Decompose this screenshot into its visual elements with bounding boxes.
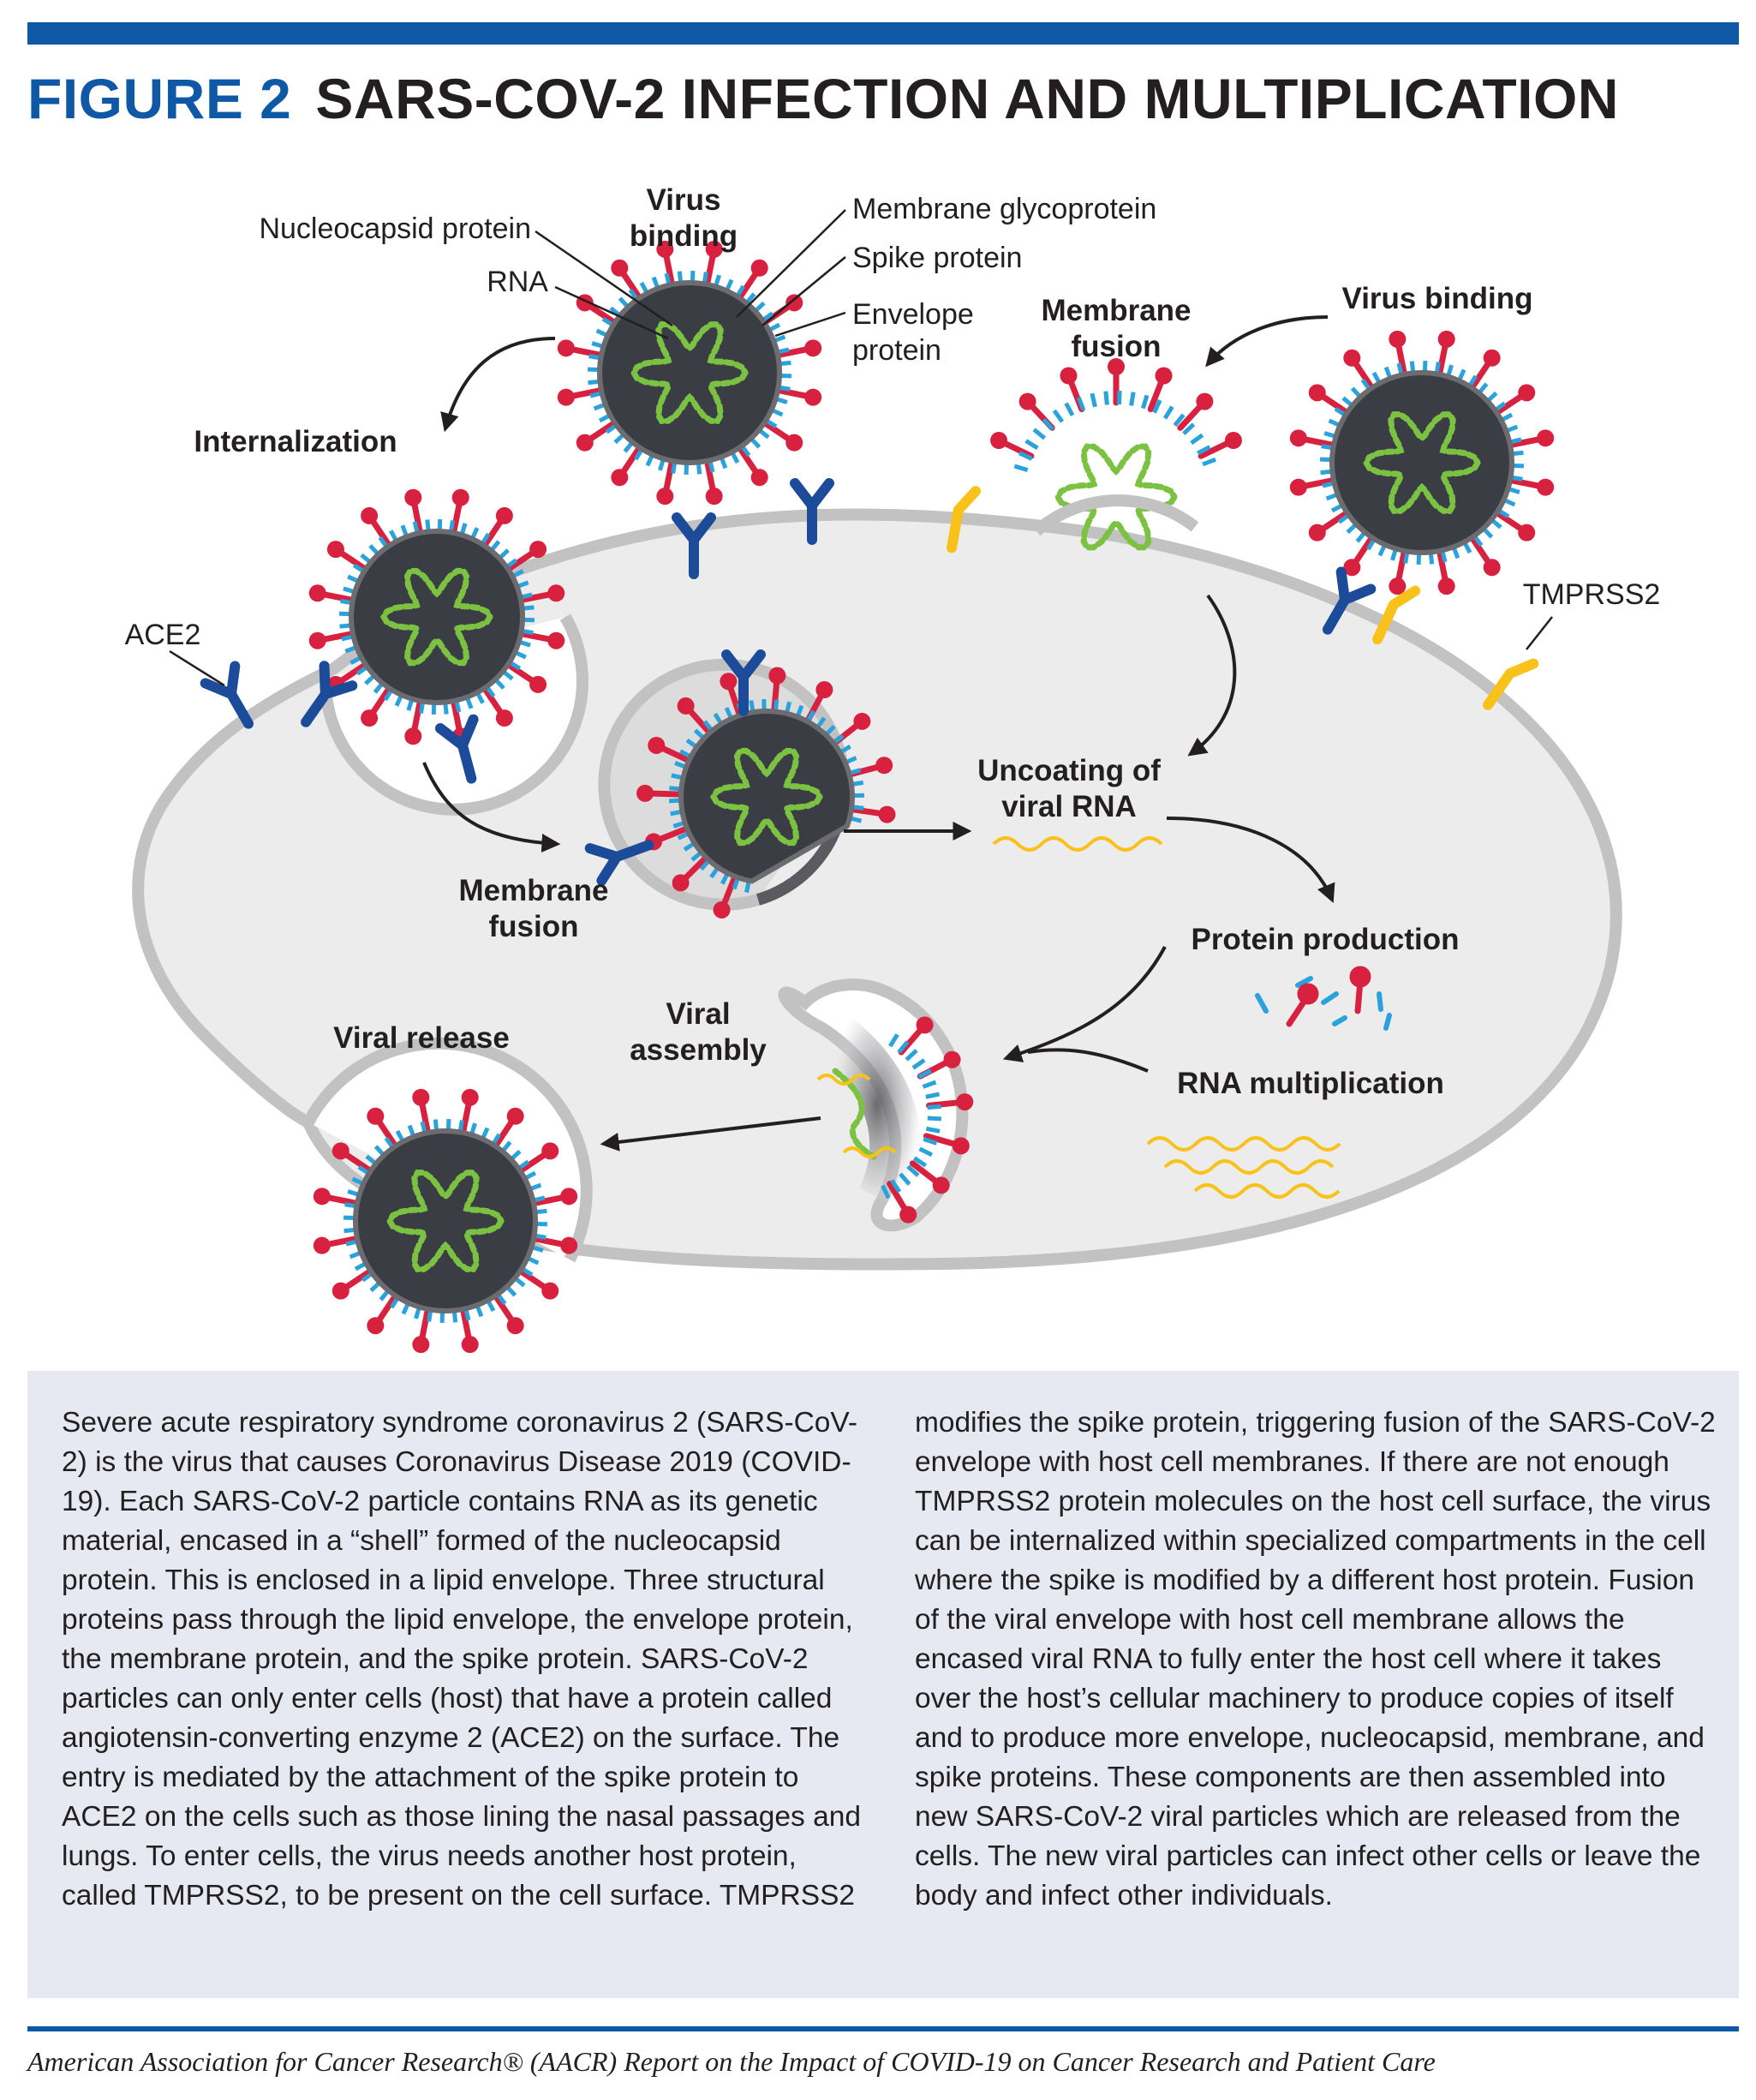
tmprss2-receptor-right <box>1372 585 1421 645</box>
footer-citation: American Association for Cancer Research… <box>27 2046 1436 2077</box>
virus-binding-particle <box>557 240 822 506</box>
arrow-to-uncoating-from-top <box>1187 594 1237 757</box>
figure-title: FIGURE 2 SARS-COV-2 INFECTION AND MULTIPL… <box>27 70 1619 127</box>
label-virus-binding-right: Virus binding <box>1342 282 1533 315</box>
assembly-particle <box>881 1016 974 1224</box>
viral-rna-strands <box>816 836 1341 1199</box>
tmprss2-receptor-top <box>947 486 981 553</box>
top-rule <box>27 22 1739 45</box>
released-particle <box>313 1088 578 1354</box>
assembly-rna-strand-1 <box>816 1074 871 1086</box>
membrane-fusion-dome <box>1032 494 1199 536</box>
ace2-receptor-right <box>1323 566 1377 635</box>
assembly-rna-strand-2 <box>842 1146 897 1158</box>
virus-binding-particle-right <box>1289 330 1555 595</box>
process-arrows <box>422 315 1335 1152</box>
description-panel: Severe acute respiratory syndrome corona… <box>27 1371 1739 1998</box>
membrane-fusion-particle <box>990 358 1242 551</box>
assembly-rna <box>832 1068 877 1160</box>
label-spike-protein: Spike protein <box>852 242 1022 274</box>
arrow-to-assembly-from-protein <box>1002 946 1167 1062</box>
ace2-receptor-left-2 <box>301 661 358 727</box>
ace2-receptor-left-3 <box>434 714 479 784</box>
label-ace2: ACE2 <box>125 619 201 651</box>
internalization-particle <box>308 488 565 745</box>
label-leaders <box>169 209 1553 687</box>
figure-heading: SARS-COV-2 INFECTION AND MULTIPLICATION <box>315 67 1619 130</box>
ace2-receptor-left-1 <box>200 661 254 729</box>
ace2-receptor-top-2 <box>790 478 834 545</box>
label-membrane-glycoprotein: Membrane glycoprotein <box>852 193 1156 225</box>
arrow-to-membrane-fusion-inner <box>422 762 561 853</box>
ace2-receptor-endosome-1 <box>721 649 766 716</box>
arrow-from-rna-multiplication <box>1027 1048 1149 1073</box>
multiplied-rna-strand-2 <box>1163 1159 1335 1175</box>
label-nucleocapsid-protein: Nucleocapsid protein <box>259 212 531 245</box>
arrow-to-viral-release <box>600 1116 821 1152</box>
label-rna-multiplication: RNA multiplication <box>1177 1067 1444 1100</box>
produced-proteins <box>1255 966 1392 1031</box>
figure-number: FIGURE 2 <box>27 67 292 130</box>
multiplied-rna-strand-1 <box>1146 1136 1341 1152</box>
uncoated-rna-strand <box>992 836 1163 852</box>
arrow-to-membrane-fusion-top <box>1205 315 1329 368</box>
bottom-rule <box>27 2026 1739 2031</box>
description-right-column: modifies the spike protein, triggering f… <box>915 1407 1716 1912</box>
label-viral-release: Viral release <box>333 1021 510 1055</box>
label-internalization: Internalization <box>194 425 397 458</box>
endosome-particle <box>636 667 896 918</box>
label-protein-production: Protein production <box>1191 923 1459 956</box>
ace2-receptor-top-1 <box>672 512 716 579</box>
description-left-column: Severe acute respiratory syndrome corona… <box>62 1407 862 1912</box>
tmprss2-receptor-far-right <box>1483 658 1539 710</box>
label-rna: RNA <box>487 266 548 298</box>
arrow-to-protein-production <box>1166 817 1335 904</box>
arrow-to-internalization <box>440 337 556 433</box>
label-tmprss2: TMPRSS2 <box>1523 578 1661 611</box>
ace2-receptor-endosome-2 <box>584 840 654 886</box>
multiplied-rna-strand-3 <box>1193 1183 1341 1199</box>
